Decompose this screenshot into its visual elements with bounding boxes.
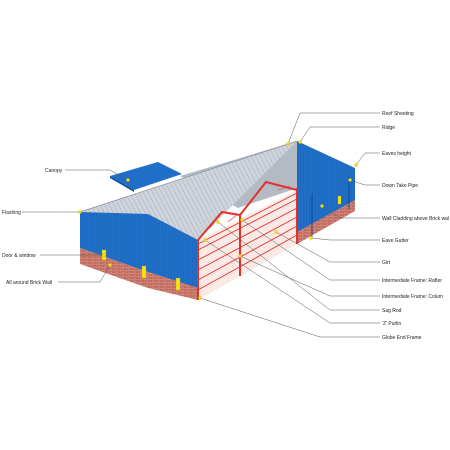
front-side-wall <box>148 214 198 288</box>
label-eaves-height: Eaves height <box>382 151 412 157</box>
left-gable-brick <box>80 248 148 288</box>
down-take-pipes <box>311 177 350 238</box>
label-z-purlin: 'Z' Purlin <box>382 321 401 327</box>
label-intermediate-column: Intermediate Frame: Colum <box>382 294 443 300</box>
far-side-cladding <box>297 168 355 232</box>
canopy-edge <box>110 176 134 192</box>
label-brick-wall: All around Brick Wall <box>6 280 52 286</box>
left-gable-wall <box>80 212 148 272</box>
front-side-brick <box>148 272 198 300</box>
label-down-take-pipe: Down Take Pipe <box>382 183 418 189</box>
leader-lines <box>22 112 380 338</box>
label-eave-gutter: Eave Gutter <box>382 238 409 244</box>
sag-rods <box>209 182 291 229</box>
label-canopy: Canopy <box>45 168 63 174</box>
label-intermediate-rafter: Intermediate Frame: Rafter <box>382 278 442 284</box>
label-flashing: Flashing <box>2 210 21 216</box>
ridge-line <box>79 140 298 213</box>
label-gable-end-frame: Globe End Frame <box>382 335 422 341</box>
girts-and-purlins <box>197 192 298 291</box>
label-roof-sheeting: Roof Sheeting <box>382 111 414 117</box>
label-wall-cladding: Wall Cladding above Brick wal <box>382 216 449 222</box>
label-door-window: Door & window <box>2 253 36 259</box>
label-sag-rod: Sag Rod <box>382 308 402 314</box>
callout-dots <box>78 140 358 300</box>
canopy <box>110 162 182 190</box>
label-ridge: Ridge <box>382 125 395 131</box>
label-girt: Girt <box>382 260 391 266</box>
right-gable-brick <box>297 200 355 244</box>
